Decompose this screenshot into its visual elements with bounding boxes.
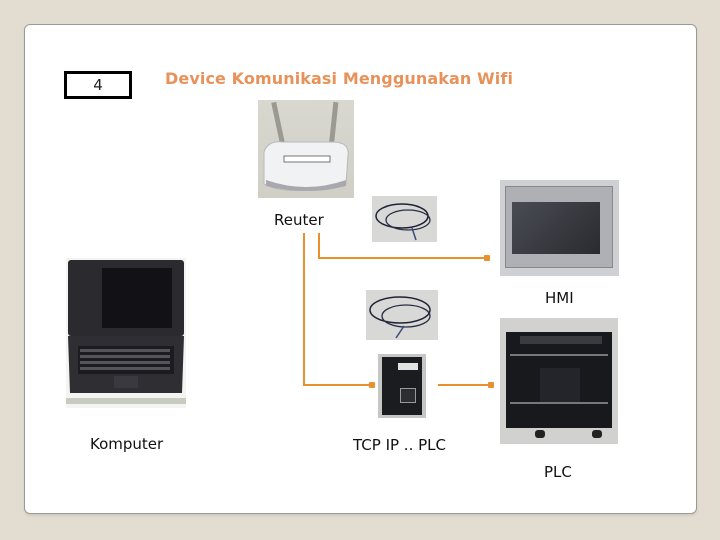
computer-label: Komputer [90,435,164,453]
slide-number: 4 [93,76,103,94]
arrow-to-tcp-icon [369,382,375,388]
connector-router-to-hmi-horizontal [318,257,486,259]
router-photo [258,100,354,198]
router-label: Reuter [274,211,324,229]
laptop-photo [66,258,186,408]
hmi-photo [500,180,619,276]
slide-number-box: 4 [64,71,132,99]
slide-title: Device Komunikasi Menggunakan Wifi [165,69,514,88]
arrow-to-hmi-icon [484,255,490,261]
connector-tcp-to-plc [438,384,490,386]
hmi-label: HMI [545,289,574,307]
cable-photo-2 [366,290,438,340]
connector-router-to-tcp-vertical [303,233,305,385]
arrow-to-plc-icon [488,382,494,388]
tcp-module-photo [378,354,426,418]
plc-photo [500,318,618,444]
cable-photo-1 [372,196,437,242]
connector-router-to-hmi-vertical [318,233,320,259]
connector-router-to-tcp-horizontal [303,384,371,386]
plc-label: PLC [544,463,572,481]
tcp-module-label: TCP IP .. PLC [353,436,446,454]
